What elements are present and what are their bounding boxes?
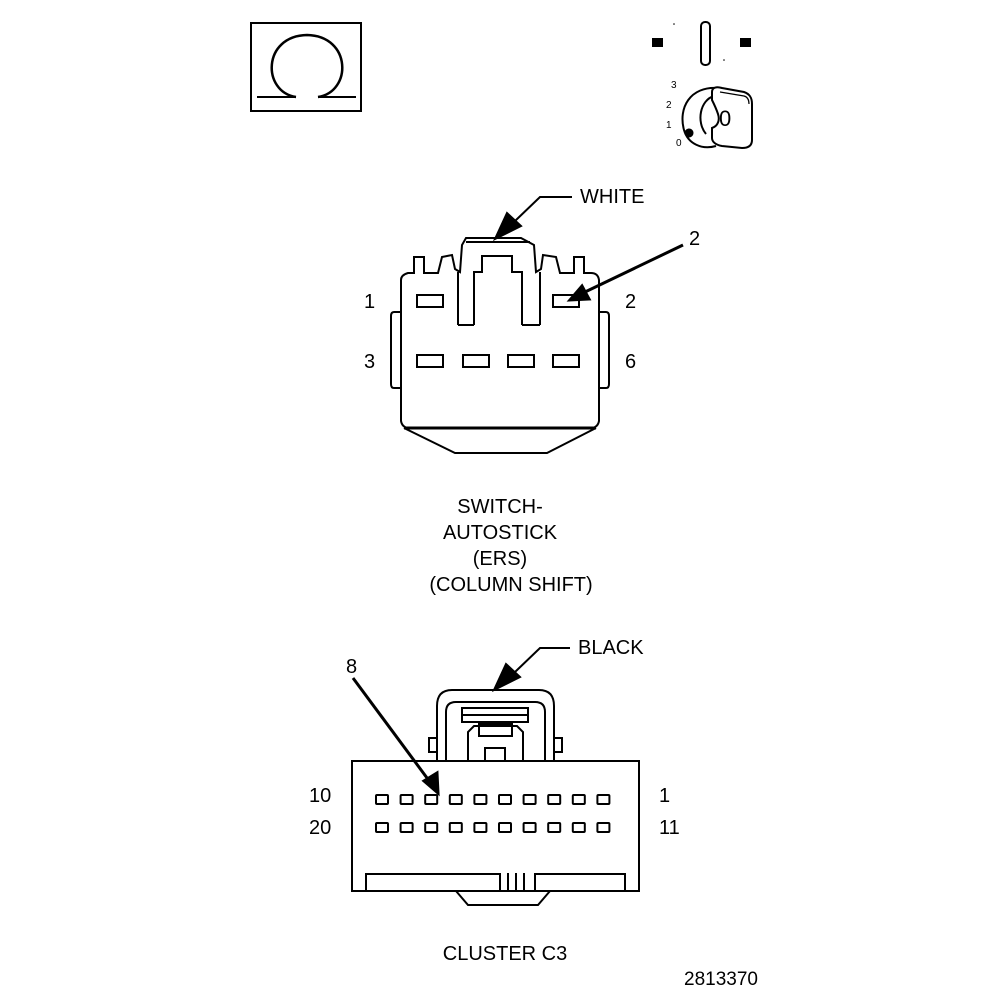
ers-caption-line-2: AUTOSTICK [442,522,558,544]
cluster-pin-6 [473,794,488,805]
cluster-pin-9 [399,794,414,805]
ers-pin-5 [507,354,535,368]
cluster-pin-12 [571,822,586,833]
ignition-position-0: 0 [676,138,682,149]
ers-caption-line-4: (COLUMN SHIFT) [429,574,593,596]
cluster-pin-callout-arrow [351,677,440,797]
ers-color-leader [492,196,572,242]
ers-pin-1 [416,294,444,308]
ignition-key-label: 0 [719,106,732,131]
ers-pin-label-bottom-right: 6 [625,351,637,373]
ers-pin-3 [416,354,444,368]
cluster-pin-7 [448,794,463,805]
cluster-pin-10 [375,794,389,805]
cluster-pin-16 [473,822,488,833]
cluster-pin-label-bottom-left: 20 [309,817,332,839]
cluster-pin-2 [571,794,586,805]
cluster-pin-14 [522,822,537,833]
ers-callout-pin-label: 2 [689,228,701,250]
cluster-pin-19 [399,822,414,833]
cluster-pin-label-bottom-right: 11 [659,817,680,839]
cluster-pin-label-top-right: 1 [659,785,671,807]
cluster-callout-pin-label: 8 [346,656,358,678]
cluster-pin-5 [498,794,512,805]
ers-pin-label-top-right: 2 [625,291,637,313]
cluster-pin-label-top-left: 10 [309,785,332,807]
ers-connector-body [390,237,610,454]
ers-pin-label-bottom-left: 3 [364,351,376,373]
ers-caption-line-1: SWITCH- [457,496,543,518]
ers-caption-line-3: (ERS) [472,548,528,570]
ers-connector-caption: SWITCH- AUTOSTICK (ERS) (COLUMN SHIFT) [419,494,592,598]
cluster-color-label: BLACK [578,637,644,659]
ers-connector-pins [416,294,580,368]
cluster-color-leader [491,647,570,693]
cluster-pin-15 [498,822,512,833]
ignition-position-1: 1 [666,120,672,131]
cluster-connector-body [351,689,640,906]
ignition-position-3: 3 [671,80,677,91]
ers-pin-4 [462,354,490,368]
cluster-connector-pins [375,794,611,833]
ers-color-label: WHITE [580,186,645,208]
ers-pin-label-top-left: 1 [364,291,376,313]
ers-pin-callout-arrow [566,243,684,302]
cluster-pin-4 [522,794,537,805]
ignition-position-2: 2 [666,100,672,111]
cluster-pin-3 [547,794,562,805]
cluster-pin-8 [424,794,439,805]
cluster-pin-18 [424,822,439,833]
cluster-connector-caption: CLUSTER C3 [442,943,568,965]
figure-number: 2813370 [684,969,758,990]
cluster-pin-20 [375,822,389,833]
cluster-pin-17 [448,822,463,833]
cluster-pin-1 [596,794,611,805]
ers-pin-6 [552,354,580,368]
omega-symbol-icon [250,22,362,112]
ignition-switch-icon [652,21,753,150]
cluster-pin-13 [547,822,562,833]
cluster-pin-11 [596,822,611,833]
